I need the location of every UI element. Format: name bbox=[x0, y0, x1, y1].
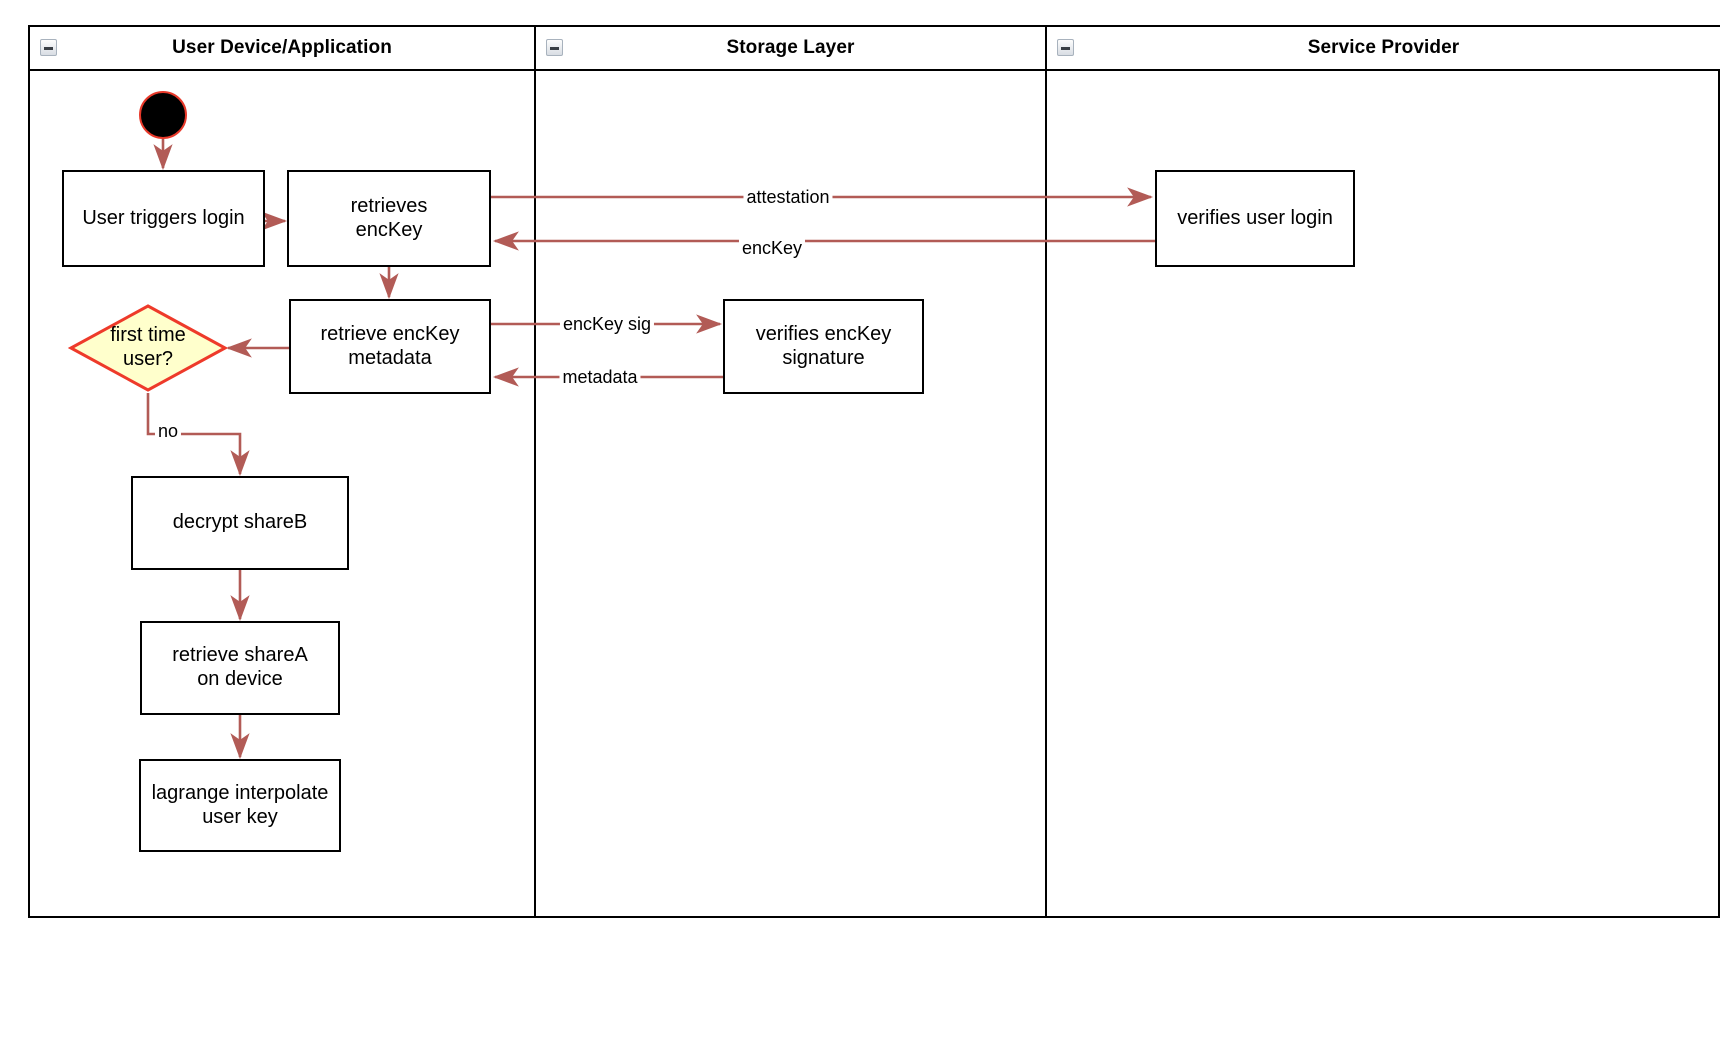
node-retrieves-enckey[interactable]: retrieves encKey bbox=[287, 170, 491, 267]
minus-box-icon[interactable] bbox=[40, 39, 57, 56]
edge-label-attestation: attestation bbox=[743, 187, 833, 208]
lane-service-provider[interactable]: Service Provider bbox=[1045, 27, 1720, 916]
node-user-triggers-login[interactable]: User triggers login bbox=[62, 170, 265, 267]
node-retrieve-sharea-on-device[interactable]: retrieve shareA on device bbox=[140, 621, 340, 715]
lane-header-storage-layer: Storage Layer bbox=[536, 27, 1045, 71]
start-node[interactable] bbox=[139, 91, 187, 139]
edge-label-enckey: encKey bbox=[738, 238, 806, 259]
lane-title-service-provider: Service Provider bbox=[1307, 37, 1460, 58]
node-lagrange-interpolate-user-key[interactable]: lagrange interpolate user key bbox=[139, 759, 341, 852]
edge-label-no: no bbox=[154, 421, 182, 442]
edge-label-enckey-sig: encKey sig bbox=[559, 314, 655, 335]
minus-box-icon[interactable] bbox=[546, 39, 563, 56]
node-first-time-user[interactable]: first time user? bbox=[68, 303, 228, 393]
node-verifies-user-login[interactable]: verifies user login bbox=[1155, 170, 1355, 267]
lane-header-user-device: User Device/Application bbox=[30, 27, 534, 71]
lane-user-device[interactable]: User Device/Application bbox=[30, 27, 534, 916]
lane-storage-layer[interactable]: Storage Layer bbox=[534, 27, 1045, 916]
node-decrypt-shareb[interactable]: decrypt shareB bbox=[131, 476, 349, 570]
edge-label-metadata: metadata bbox=[559, 367, 641, 388]
lane-title-storage-layer: Storage Layer bbox=[726, 37, 855, 58]
minus-box-icon[interactable] bbox=[1057, 39, 1074, 56]
node-retrieve-enckey-metadata[interactable]: retrieve encKey metadata bbox=[289, 299, 491, 394]
lane-title-user-device: User Device/Application bbox=[172, 37, 392, 58]
lane-header-service-provider: Service Provider bbox=[1047, 27, 1720, 71]
node-verifies-enckey-signature[interactable]: verifies encKey signature bbox=[723, 299, 924, 394]
